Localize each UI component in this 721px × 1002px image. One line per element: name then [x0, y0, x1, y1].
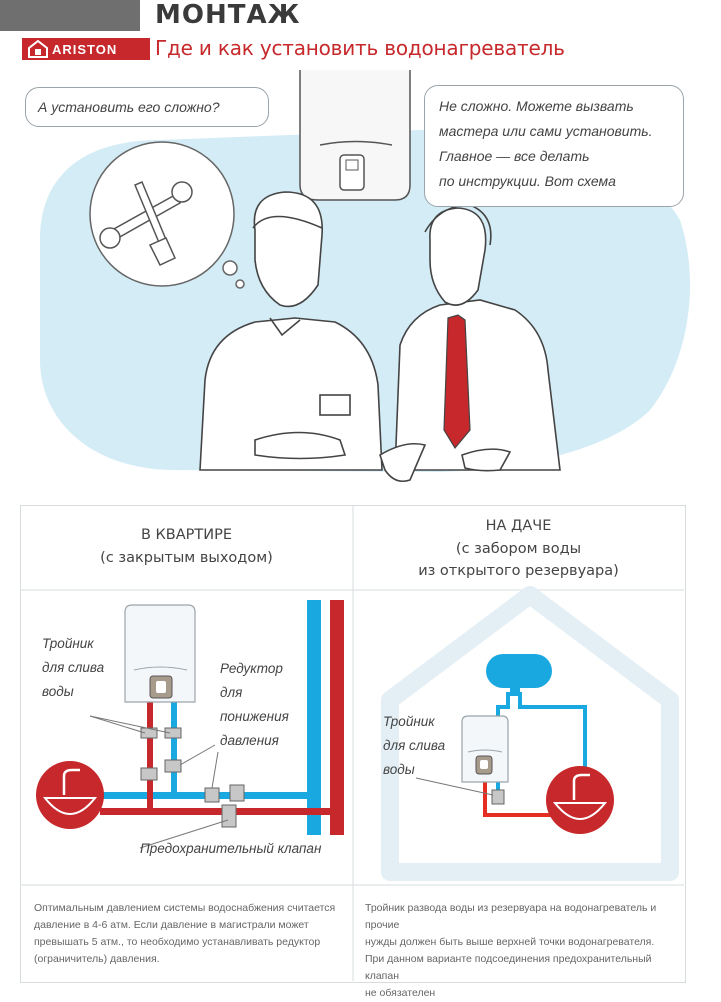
reducer-label: Редуктор для понижения давления — [220, 661, 289, 748]
answer-line: Не сложно. Можете вызвать — [439, 98, 634, 114]
dacha-title: НА ДАЧЕ — [485, 518, 552, 534]
consultant-figure — [379, 204, 561, 483]
answer-bubble: Не сложно. Можете вызвать мастера или са… — [424, 85, 684, 207]
header-tab — [0, 0, 140, 31]
answer-line: по инструкции. Вот схема — [439, 173, 616, 189]
screwdriver-icon — [134, 181, 176, 266]
dacha-subtitle-line: (с забором воды — [455, 541, 582, 557]
consultation-illustration — [40, 70, 690, 483]
apartment-title: В КВАРТИРЕ — [140, 527, 233, 543]
apartment-scheme — [36, 600, 344, 849]
customer-figure — [199, 191, 383, 471]
dacha-tee-label: Тройник для слива воды — [383, 714, 446, 777]
page-title: МОНТАЖ — [155, 0, 301, 30]
fitting-icon — [140, 727, 245, 828]
apartment-tee-label: Тройник для слива воды — [42, 636, 105, 699]
apartment-subtitle: (с закрытым выходом) — [100, 550, 273, 566]
question-text: А установить его сложно? — [38, 99, 220, 115]
safety-valve-label: Предохранительный клапан — [140, 841, 322, 856]
question-bubble: А установить его сложно? — [25, 87, 269, 127]
brand-name: ARISTON — [52, 41, 118, 57]
dacha-note: Тройник развода воды из резервуара на во… — [365, 902, 657, 999]
apartment-note: Оптимальным давлением системы водоснабже… — [34, 902, 336, 965]
ariston-logo: ARISTON — [22, 38, 150, 60]
house-logo-icon — [28, 40, 48, 58]
dacha-scheme — [381, 586, 679, 881]
wrench-icon — [99, 181, 193, 249]
fitting-icon — [491, 789, 505, 805]
answer-line: мастера или сами установить. — [439, 123, 653, 139]
dacha-subtitle-line: из открытого резервуара) — [418, 563, 619, 579]
page-subtitle: Где и как установить водонагреватель — [155, 36, 565, 60]
answer-line: Главное — все делать — [439, 148, 590, 164]
